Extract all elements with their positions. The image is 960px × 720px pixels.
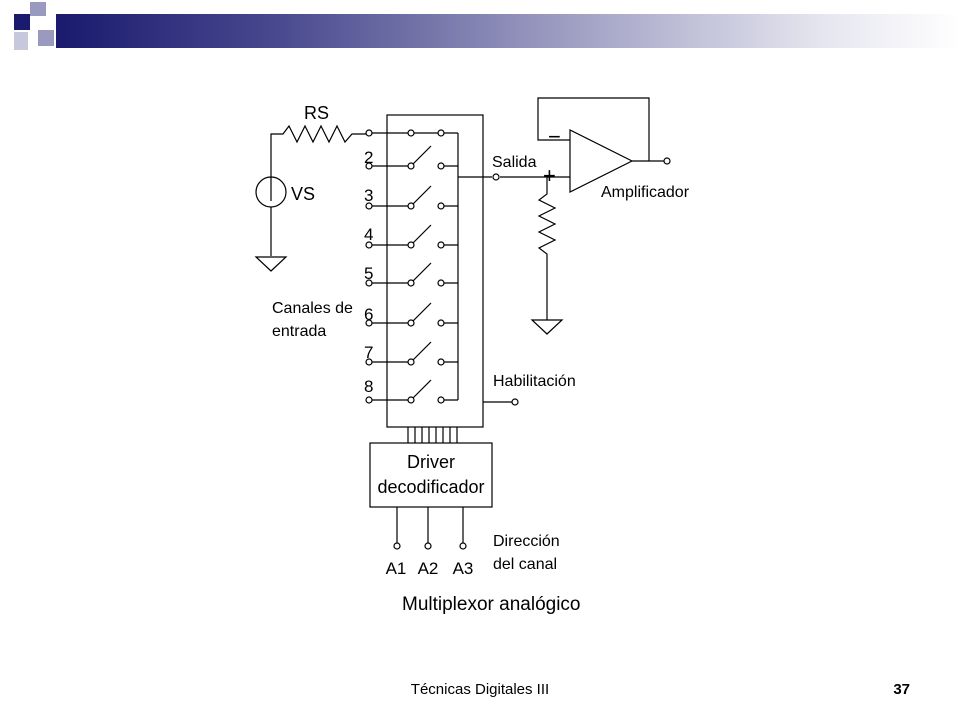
address-input-label: A1 (386, 559, 407, 578)
channel-switch (365, 185, 458, 210)
address-input-label: A2 (418, 559, 439, 578)
channel-number: 8 (364, 377, 373, 396)
address-input-label: A3 (453, 559, 474, 578)
decor-square-light (38, 30, 54, 46)
input-channels-label-line2: entrada (272, 323, 326, 340)
output-label: Salida (492, 154, 537, 171)
channel-switch (365, 379, 458, 404)
channel-number: 4 (364, 225, 373, 244)
channel-number: 6 (364, 305, 373, 324)
channel-switch (365, 262, 458, 287)
pulldown-resistor (537, 177, 557, 320)
input-channels-label-line1: Canales de (272, 300, 353, 317)
channel-number: 5 (364, 264, 373, 283)
resistor-label: RS (304, 103, 329, 123)
channel-number: 3 (364, 186, 373, 205)
decor-square-light (30, 2, 46, 16)
channel-switch (365, 341, 458, 366)
header-gradient-bar (56, 14, 960, 48)
driver-box (369, 442, 493, 508)
slide-number: 37 (893, 681, 910, 698)
ground-symbol-right (530, 319, 564, 335)
address-label-line2: del canal (493, 556, 557, 573)
ground-symbol-left (254, 256, 288, 272)
channel-switch (365, 302, 458, 327)
channel-switch (365, 129, 458, 137)
channel-number: 2 (364, 148, 373, 167)
channel-number: 7 (364, 343, 373, 362)
footer-title: Técnicas Digitales III (410, 681, 550, 698)
channel-switch (365, 224, 458, 249)
enable-label: Habilitación (493, 373, 576, 390)
decor-square-dark (14, 14, 30, 30)
driver-label-line2: decodificador (377, 477, 484, 497)
mux-box (386, 114, 484, 428)
op-amp-triangle (569, 129, 634, 193)
minus-sign: − (548, 124, 561, 149)
resistor-rs (270, 124, 366, 201)
decor-square-light (14, 32, 28, 50)
driver-connection-lines (407, 427, 458, 443)
plus-sign: + (543, 163, 556, 188)
address-label-line1: Dirección (493, 533, 560, 550)
diagram-caption: Multiplexor analógico (402, 594, 581, 615)
feedback-loop (537, 97, 650, 161)
amplifier-label: Amplificador (601, 184, 690, 201)
driver-label-line1: Driver (407, 452, 455, 472)
channel-switch (365, 145, 458, 170)
source-label: VS (291, 184, 315, 204)
